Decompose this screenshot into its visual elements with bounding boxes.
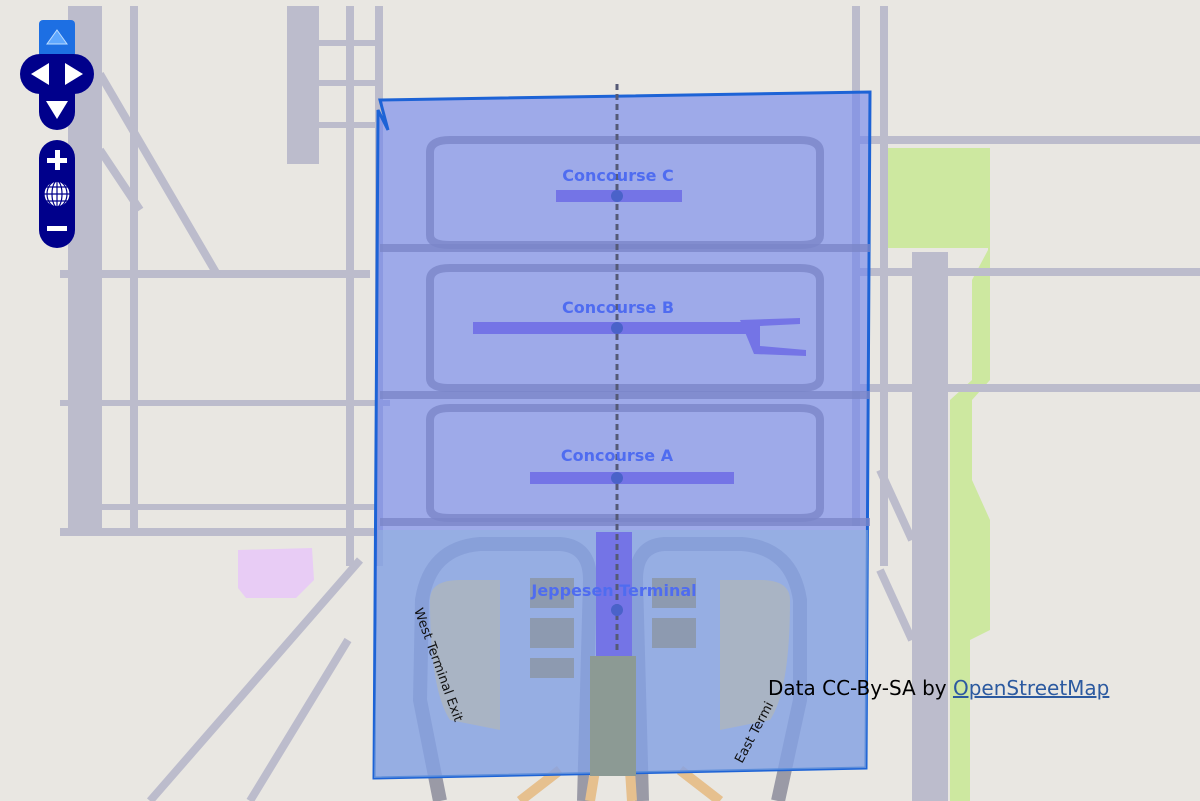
runway-right [912,252,948,801]
zoom-out-button[interactable] [39,210,75,246]
map-navigation [20,20,94,250]
pan-row [20,54,94,94]
label-concourse-a: Concourse A [561,446,674,465]
apron-taxiways [380,136,870,526]
triangle-left-icon [31,63,49,85]
label-terminal: Jeppesen Terminal [530,581,696,600]
parking-garages [530,578,696,678]
diagonal-taxiways [96,71,916,801]
label-concourse-c: Concourse C [562,166,674,185]
globe-icon [43,180,71,208]
zoom-in-button[interactable] [39,142,75,178]
plus-icon [47,150,67,170]
triangle-up-icon [46,29,68,45]
openstreetmap-link[interactable]: OpenStreetMap [952,676,1110,700]
park-area [888,148,990,801]
label-concourse-b: Concourse B [562,298,674,317]
zoom-world-button[interactable] [39,176,75,212]
triangle-right-icon [65,63,83,85]
triangle-down-icon [46,101,68,119]
taxiway-mid [346,6,354,566]
reserve-area [238,548,314,598]
train-stations [611,190,623,616]
pan-up-button[interactable] [39,20,75,54]
zoom-bar [39,140,75,248]
minus-icon [47,226,67,231]
map-attribution: Data CC-By-SA by OpenStreetMap [768,676,1109,700]
taxiway-right-2 [880,6,888,566]
center-plaza [590,656,636,776]
pan-left-button[interactable] [22,56,58,92]
pan-right-button[interactable] [56,56,92,92]
park-area-top [888,148,988,248]
parking-lots [430,580,790,730]
attribution-prefix: Data CC-By-SA by [768,676,953,700]
pan-down-button[interactable] [39,90,75,130]
